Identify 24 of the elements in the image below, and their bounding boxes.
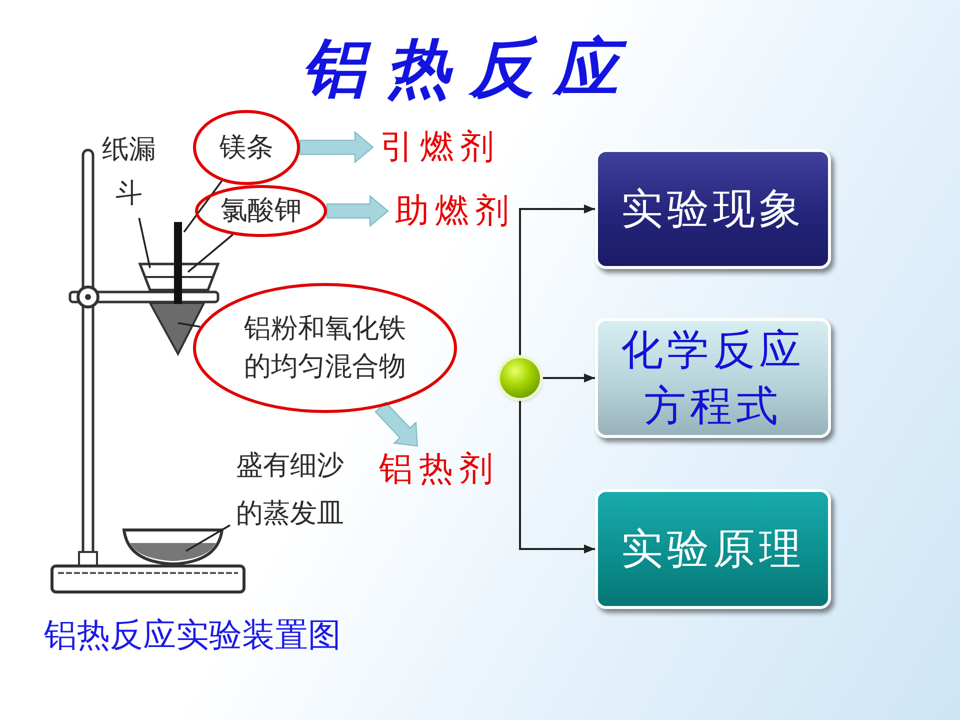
circle-bullet-icon xyxy=(500,358,540,398)
circled-label: 铝粉和氧化铁的均匀混合物 xyxy=(193,283,457,413)
arrow xyxy=(519,398,595,554)
circled-label: 氯酸钾 xyxy=(195,185,327,237)
circled-label: 镁条 xyxy=(193,110,300,185)
role-label: 铝热剂 xyxy=(372,446,506,492)
arrow xyxy=(519,204,595,358)
topic-box: 实验原理 xyxy=(595,489,831,609)
leader-line xyxy=(183,180,223,233)
block-arrow xyxy=(326,194,389,228)
topic-box: 化学反应方程式 xyxy=(595,318,831,438)
title: 铝热反应 xyxy=(301,30,639,108)
topic-box: 实验现象 xyxy=(595,149,831,269)
role-label: 助燃剂 xyxy=(388,188,522,234)
part-label: 盛有细沙的蒸发皿 xyxy=(230,440,350,540)
role-label: 引燃剂 xyxy=(373,124,507,170)
figure-caption: 铝热反应实验装置图 xyxy=(44,614,342,656)
arrow xyxy=(540,374,595,382)
part-label: 纸漏斗 xyxy=(96,126,162,218)
block-arrow xyxy=(299,130,374,164)
leader-line xyxy=(138,218,151,268)
block-arrow xyxy=(374,401,418,447)
leader-line xyxy=(187,234,234,273)
leader-line xyxy=(178,322,200,328)
